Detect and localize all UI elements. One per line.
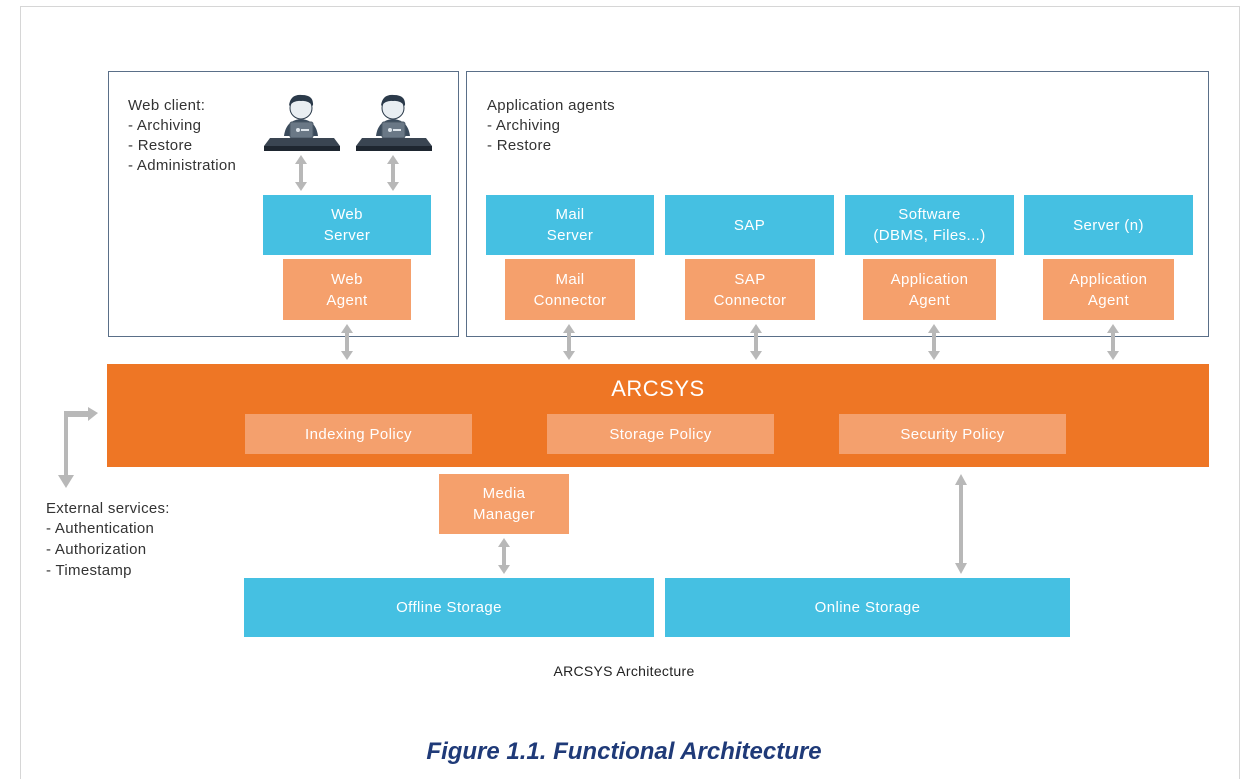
web-client-item-archiving: - Archiving bbox=[128, 117, 202, 134]
user-at-laptop-icon bbox=[264, 94, 340, 151]
diagram-caption: ARCSYS Architecture bbox=[553, 663, 695, 679]
application-agent-2-line1: Application bbox=[1069, 270, 1148, 288]
mail-server-line1: Mail bbox=[555, 206, 585, 223]
arrow-appagent-arcsys bbox=[928, 324, 940, 360]
web-server-line2: Server bbox=[323, 227, 371, 244]
external-services-item-authentication: - Authentication bbox=[46, 520, 155, 537]
arrow-mailconnector-arcsys bbox=[563, 324, 575, 360]
web-server-box: Web Server bbox=[263, 195, 431, 255]
application-agents-item-archiving: - Archiving bbox=[487, 117, 561, 134]
web-agent-line2: Agent bbox=[326, 291, 368, 309]
sap-box: SAP bbox=[665, 195, 834, 255]
mail-connector-line2: Connector bbox=[533, 291, 607, 309]
application-agent-2-line2: Agent bbox=[1087, 291, 1130, 309]
arrow-webagent-arcsys bbox=[341, 324, 353, 360]
mail-connector-line1: Mail bbox=[555, 270, 585, 288]
arrow-user2-webserver bbox=[387, 155, 399, 191]
arrow-sapconnector-arcsys bbox=[750, 324, 762, 360]
sap-label: SAP bbox=[733, 216, 766, 234]
external-services-item-authorization: - Authorization bbox=[46, 541, 147, 558]
storage-policy-box: Storage Policy bbox=[547, 414, 774, 454]
application-agent-line2: Agent bbox=[908, 291, 951, 309]
security-policy-box: Security Policy bbox=[839, 414, 1066, 454]
mail-server-box: Mail Server bbox=[486, 195, 654, 255]
mail-connector-box: Mail Connector bbox=[505, 259, 635, 320]
web-server-line1: Web bbox=[331, 206, 363, 223]
arrow-user1-webserver bbox=[295, 155, 307, 191]
media-manager-line2: Manager bbox=[472, 506, 535, 523]
arrow-appagent2-arcsys bbox=[1107, 324, 1119, 360]
software-line1: Software bbox=[898, 206, 961, 223]
indexing-policy-box: Indexing Policy bbox=[245, 414, 472, 454]
web-client-heading: Web client: bbox=[128, 97, 206, 114]
indexing-policy-label: Indexing Policy bbox=[305, 425, 412, 443]
web-agent-line1: Web bbox=[331, 270, 363, 288]
sap-connector-line2: Connector bbox=[713, 291, 787, 309]
media-manager-box: Media Manager bbox=[439, 474, 569, 534]
offline-storage-box: Offline Storage bbox=[244, 578, 654, 637]
application-agent-box-2: Application Agent bbox=[1043, 259, 1174, 320]
web-client-item-restore: - Restore bbox=[128, 137, 193, 154]
external-services-heading: External services: bbox=[46, 500, 170, 517]
software-box: Software (DBMS, Files...) bbox=[845, 195, 1014, 255]
security-policy-label: Security Policy bbox=[900, 425, 1005, 443]
sap-connector-line1: SAP bbox=[734, 270, 766, 288]
arrow-external-services bbox=[58, 407, 98, 488]
offline-storage-label: Offline Storage bbox=[396, 599, 502, 616]
web-agent-box: Web Agent bbox=[283, 259, 411, 320]
server-n-label: Server (n) bbox=[1073, 216, 1144, 234]
application-agent-box: Application Agent bbox=[863, 259, 996, 320]
application-agent-line1: Application bbox=[890, 270, 969, 288]
figure-title: Figure 1.1. Functional Architecture bbox=[426, 738, 822, 765]
mail-server-line2: Server bbox=[546, 227, 594, 244]
arcsys-title: ARCSYS bbox=[611, 376, 705, 401]
arrow-arcsys-online bbox=[955, 474, 967, 574]
web-client-item-administration: - Administration bbox=[128, 157, 237, 174]
software-line2: (DBMS, Files...) bbox=[873, 227, 986, 244]
server-n-box: Server (n) bbox=[1024, 195, 1193, 255]
storage-policy-label: Storage Policy bbox=[609, 425, 712, 443]
online-storage-box: Online Storage bbox=[665, 578, 1070, 637]
arrow-mediamanager-offline bbox=[498, 538, 510, 574]
application-agents-heading: Application agents bbox=[487, 97, 615, 114]
external-services-item-timestamp: - Timestamp bbox=[46, 562, 132, 579]
application-agents-item-restore: - Restore bbox=[487, 137, 552, 154]
media-manager-line1: Media bbox=[482, 485, 526, 502]
sap-connector-box: SAP Connector bbox=[685, 259, 815, 320]
user-at-laptop-icon bbox=[356, 94, 432, 151]
online-storage-label: Online Storage bbox=[814, 599, 921, 616]
figure-frame bbox=[20, 6, 1240, 779]
